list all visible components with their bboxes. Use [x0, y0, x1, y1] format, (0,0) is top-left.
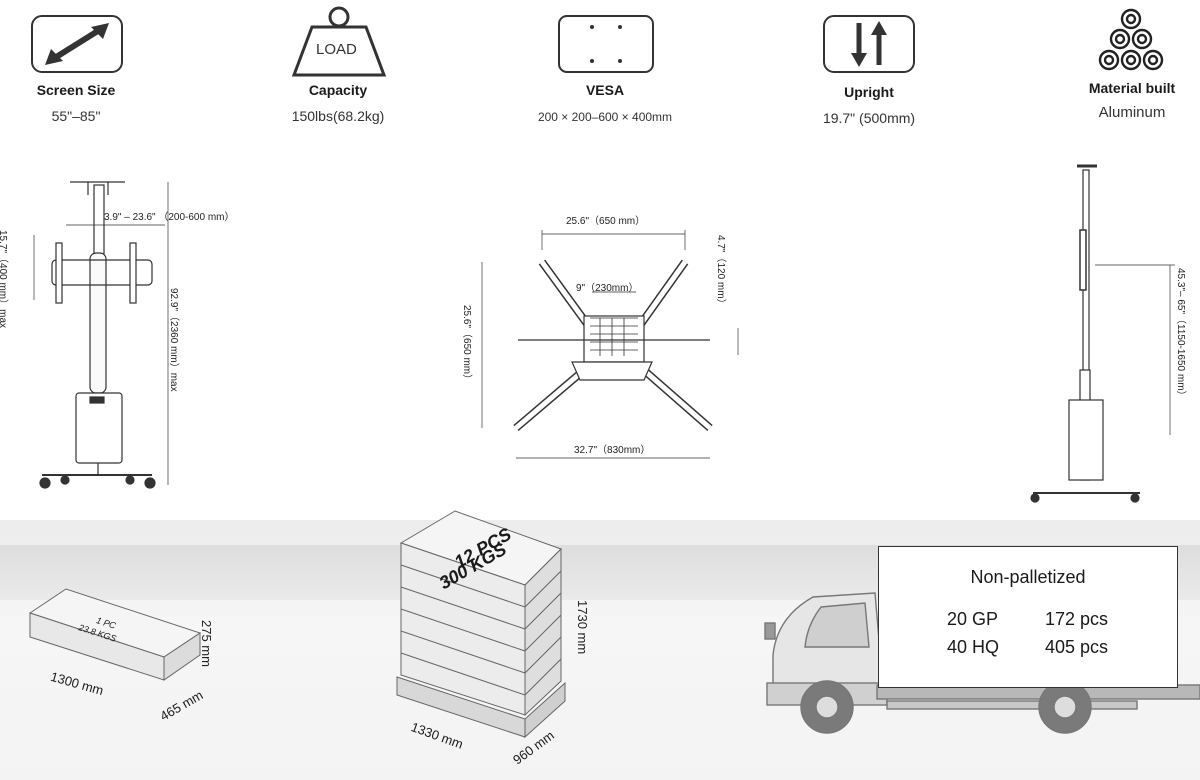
arm-height-label: 4.7"（120 mm）	[715, 235, 726, 309]
truck-drawing	[764, 592, 1200, 734]
spec-capacity: Capacity 150lbs(68.2kg)	[238, 82, 438, 124]
spec-value: 19.7" (500mm)	[822, 110, 916, 126]
pallet-height: 1730 mm	[575, 600, 590, 655]
coils-stack-icon	[1098, 8, 1164, 71]
shipping-title: Non-palletized	[970, 567, 1086, 587]
total-height-label: 92.9"（2360 mm）max	[168, 288, 179, 392]
qty-40hq: 405 pcs	[1045, 637, 1109, 657]
weight-icon	[291, 6, 387, 77]
spec-value: 55"–85"	[51, 108, 101, 124]
spec-label: Screen Size	[36, 82, 116, 98]
spec-material: Material built Aluminum	[1032, 80, 1200, 121]
spec-label: VESA	[585, 82, 625, 98]
spec-value: 150lbs(68.2kg)	[291, 108, 385, 124]
shipping-info-panel: Non-palletized 20 GP 172 pcs 40 HQ 405 p…	[878, 546, 1178, 688]
single-box-drawing	[28, 588, 202, 681]
spec-upright: Upright 19.7" (500mm)	[769, 84, 969, 126]
vesa-width-label: 3.9" – 23.6" （200-600 mm）	[104, 212, 235, 223]
weight-icon-text: LOAD	[316, 41, 357, 58]
spec-label: Material built	[1088, 80, 1176, 96]
container-20gp: 20 GP	[947, 609, 999, 629]
qty-20gp: 172 pcs	[1045, 609, 1109, 629]
spec-label: Upright	[844, 84, 894, 100]
top-view-drawing	[481, 230, 739, 459]
spec-value: Aluminum	[1098, 104, 1166, 121]
top-width-label: 25.6"（650 mm）	[566, 216, 646, 227]
pallet-drawing	[396, 510, 566, 739]
spec-label: Capacity	[308, 82, 368, 98]
base-width-label: 32.7"（830mm）	[574, 445, 651, 456]
side-view-drawing	[1030, 164, 1175, 503]
vesa-plate-icon	[558, 15, 654, 73]
front-view-drawing	[33, 181, 169, 489]
spec-vesa: VESA 200 × 200–600 × 400mm	[505, 82, 705, 124]
container-40hq: 40 HQ	[947, 637, 1000, 657]
depth-label: 25.6"（650 mm）	[461, 305, 472, 385]
center-width-label: 9"（230mm）	[576, 283, 639, 294]
height-range-label: 45.3"– 65"（1150-1650 mm）	[1175, 268, 1186, 401]
spec-value: 200 × 200–600 × 400mm	[537, 110, 673, 124]
spec-screen-size: Screen Size 55"–85"	[0, 82, 176, 124]
vesa-height-label: 15.7"（400 mm）max	[0, 230, 8, 329]
box-height: 275 mm	[199, 620, 214, 667]
diagonal-arrow-icon	[31, 15, 123, 73]
up-down-arrows-icon	[823, 15, 915, 73]
